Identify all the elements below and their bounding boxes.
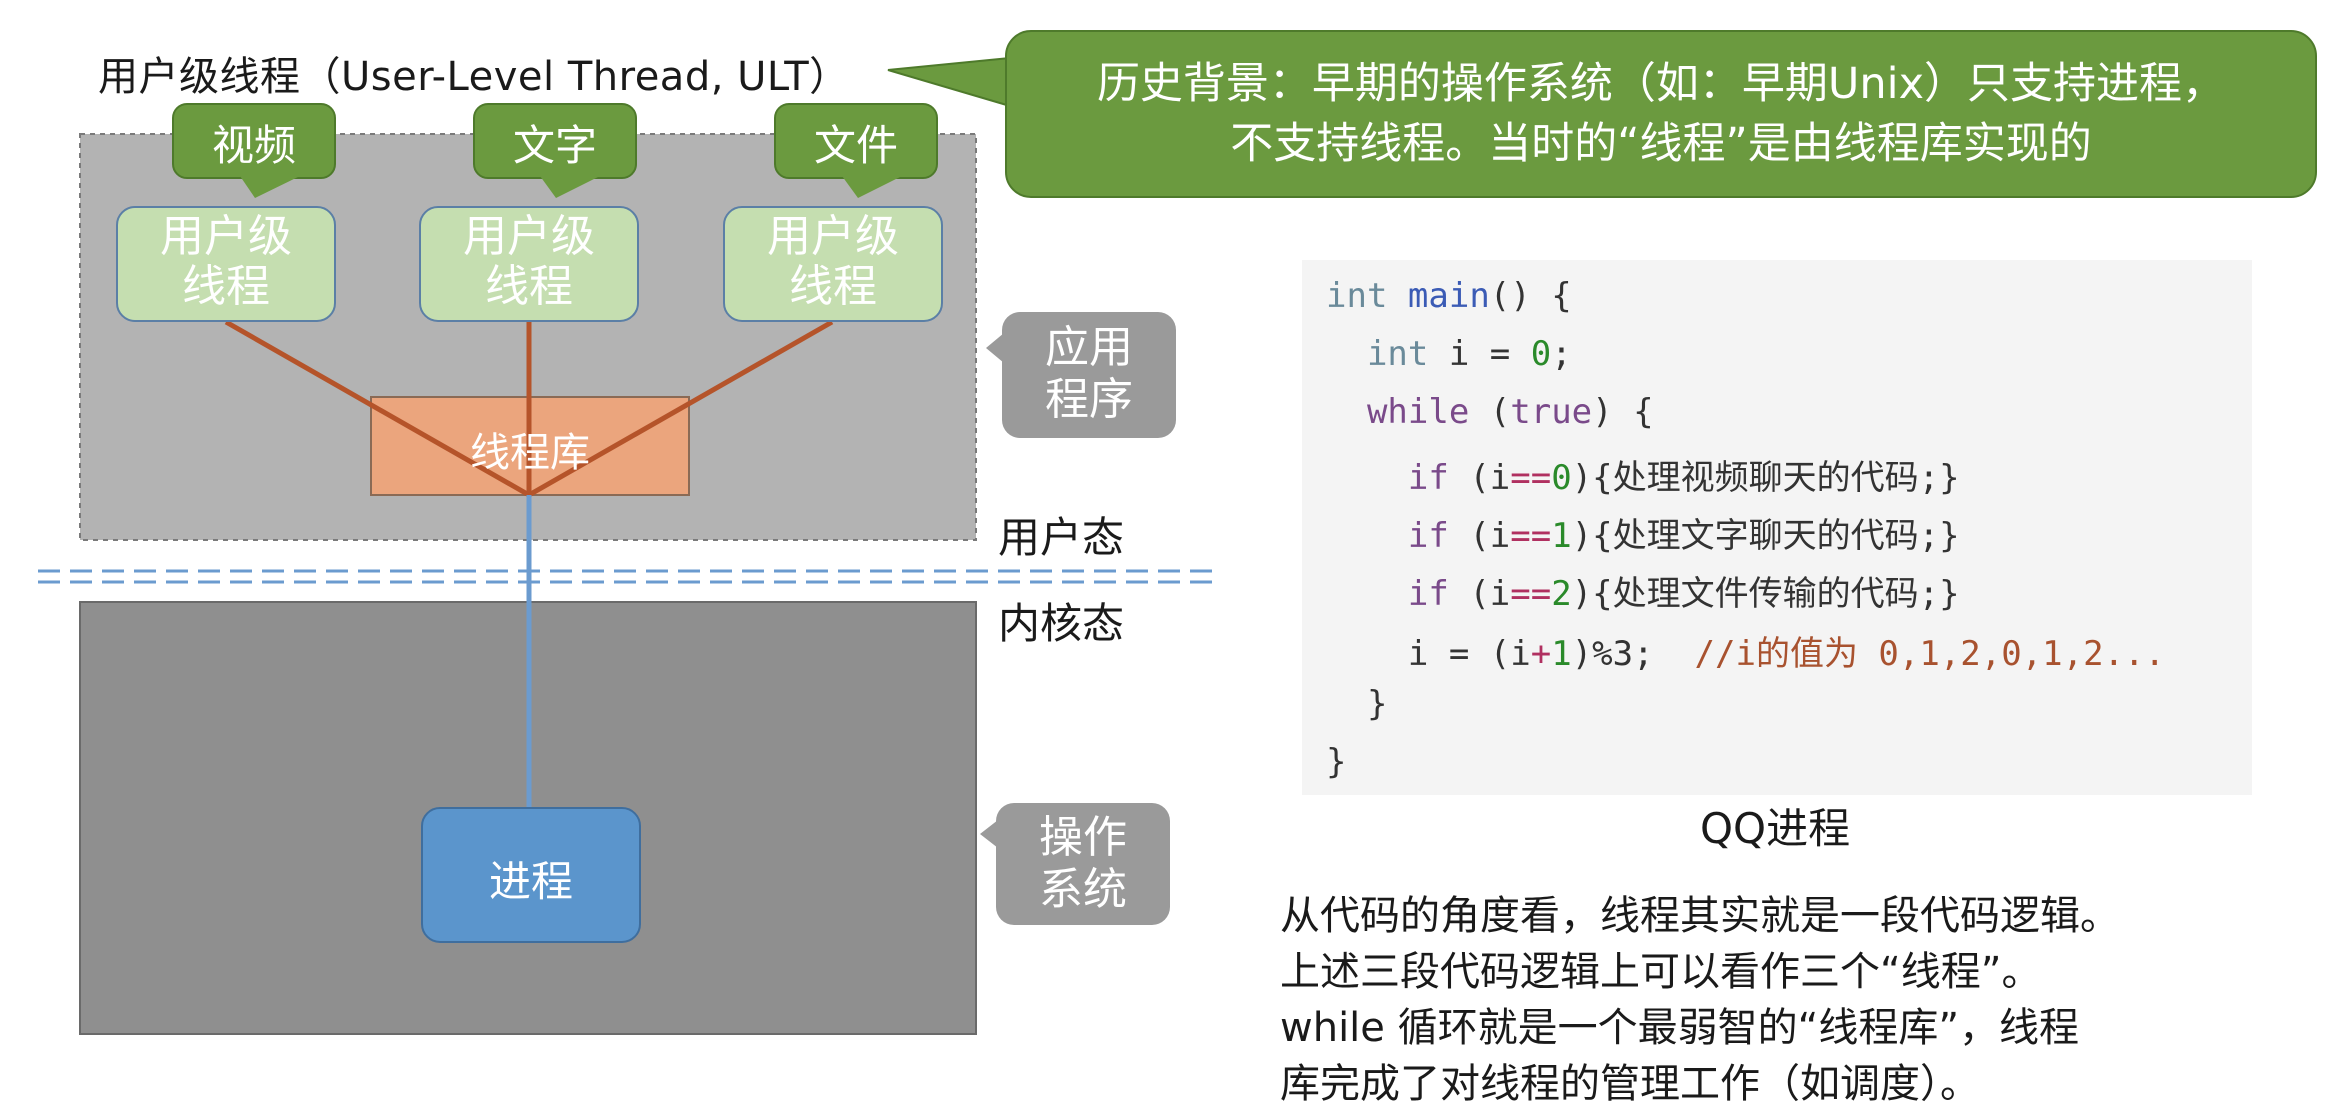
code-text: ; bbox=[1551, 334, 1572, 374]
code-comment: //i的值为 0,1,2,0,1,2... bbox=[1694, 634, 2165, 674]
history-callout-pointer bbox=[887, 56, 1011, 108]
code-text: ){处理文字聊天的代码;} bbox=[1571, 516, 1960, 556]
os-side-label: 操作 系统 bbox=[996, 812, 1170, 916]
code-operator: == bbox=[1510, 574, 1552, 614]
explanation-line-3: while 循环就是一个最弱智的“线程库”，线程 bbox=[1280, 1005, 2080, 1051]
user-thread-box-1 bbox=[116, 206, 336, 322]
thread-library-label: 线程库 bbox=[470, 430, 590, 476]
explanation-line-2: 上述三段代码逻辑上可以看作三个“线程”。 bbox=[1280, 949, 2042, 995]
user-thread-label-1: 用户级 线程 bbox=[117, 212, 335, 312]
code-keyword: while bbox=[1366, 392, 1470, 432]
code-line-2: int i = 0; bbox=[1326, 334, 1572, 374]
tag-video: 视频 bbox=[211, 121, 296, 170]
code-operator: == bbox=[1510, 516, 1552, 556]
code-keyword: int bbox=[1326, 276, 1388, 316]
tag-file: 文件 bbox=[813, 121, 898, 170]
code-caption: QQ进程 bbox=[1700, 804, 1851, 853]
app-side-label: 应用 程序 bbox=[1002, 322, 1176, 426]
code-number: 0 bbox=[1551, 458, 1572, 498]
code-text: ){处理文件传输的代码;} bbox=[1571, 574, 1960, 614]
user-mode-label: 用户态 bbox=[998, 513, 1125, 562]
user-thread-label-3: 用户级 线程 bbox=[724, 212, 942, 312]
user-thread-label-1-line1: 用户级 bbox=[160, 211, 292, 262]
code-line-6: if (i==2){处理文件传输的代码;} bbox=[1326, 566, 1960, 615]
tag-callout-3 bbox=[774, 103, 938, 198]
app-side-callout bbox=[986, 312, 1176, 438]
history-line-1: 历史背景：早期的操作系统（如：早期Unix）只支持进程， bbox=[1096, 59, 2226, 109]
connector-thread-1 bbox=[224, 319, 531, 498]
connector-thread-3 bbox=[527, 319, 834, 498]
code-keyword: true bbox=[1510, 392, 1593, 432]
code-text: ){处理视频聊天的代码;} bbox=[1571, 458, 1960, 498]
code-block: int main() { int i = 0; while (true) { i… bbox=[1302, 260, 2252, 795]
user-thread-label-2-line1: 用户级 bbox=[463, 211, 595, 262]
process-box bbox=[421, 807, 641, 943]
os-side-label-line1: 操作 bbox=[1039, 812, 1127, 863]
app-side-label-line2: 程序 bbox=[1045, 374, 1133, 425]
tag-text: 文字 bbox=[512, 121, 597, 170]
code-line-3: while (true) { bbox=[1326, 392, 1654, 432]
code-text: (i bbox=[1448, 458, 1511, 498]
code-line-9: } bbox=[1326, 742, 1346, 782]
code-text: (i bbox=[1448, 516, 1511, 556]
history-callout: 历史背景：早期的操作系统（如：早期Unix）只支持进程， 不支持线程。当时的“线… bbox=[1005, 30, 2317, 198]
code-keyword: if bbox=[1407, 574, 1449, 614]
code-text: } bbox=[1326, 742, 1347, 782]
code-number: 2 bbox=[1551, 574, 1572, 614]
code-keyword: if bbox=[1407, 516, 1449, 556]
os-side-callout bbox=[980, 803, 1170, 925]
app-side-label-line1: 应用 bbox=[1045, 322, 1133, 373]
user-thread-box-3 bbox=[723, 206, 943, 322]
code-text: i = (i bbox=[1407, 634, 1531, 674]
code-text: )%3; bbox=[1571, 634, 1654, 674]
code-line-1: int main() { bbox=[1326, 276, 1572, 316]
code-line-4: if (i==0){处理视频聊天的代码;} bbox=[1326, 450, 1960, 499]
kernel-mode-label: 内核态 bbox=[998, 599, 1125, 648]
code-line-5: if (i==1){处理文字聊天的代码;} bbox=[1326, 508, 1960, 557]
user-thread-label-1-line2: 线程 bbox=[182, 261, 270, 312]
code-line-7: i = (i+1)%3; //i的值为 0,1,2,0,1,2... bbox=[1326, 626, 2165, 675]
code-text: } bbox=[1366, 684, 1388, 724]
user-thread-box-2 bbox=[419, 206, 639, 322]
code-operator: == bbox=[1510, 458, 1552, 498]
explanation-line-1: 从代码的角度看，线程其实就是一段代码逻辑。 bbox=[1280, 893, 2120, 939]
os-side-label-line2: 系统 bbox=[1039, 864, 1127, 915]
code-text: ) { bbox=[1592, 392, 1654, 432]
explanation-paragraph: 从代码的角度看，线程其实就是一段代码逻辑。 上述三段代码逻辑上可以看作三个“线程… bbox=[1280, 888, 2340, 1112]
history-line-2: 不支持线程。当时的“线程”是由线程库实现的 bbox=[1230, 119, 2092, 169]
code-text: i = bbox=[1428, 334, 1531, 374]
code-text: ( bbox=[1469, 392, 1511, 432]
code-number: 1 bbox=[1551, 634, 1572, 674]
code-number: 0 bbox=[1530, 334, 1552, 374]
tag-callout-1 bbox=[172, 103, 336, 198]
process-label: 进程 bbox=[488, 857, 573, 906]
code-operator: + bbox=[1530, 634, 1552, 674]
code-number: 1 bbox=[1551, 516, 1572, 556]
page-title: 用户级线程（User-Level Thread, ULT） bbox=[98, 54, 850, 100]
user-thread-label-2: 用户级 线程 bbox=[420, 212, 638, 312]
user-thread-label-2-line2: 线程 bbox=[485, 261, 573, 312]
code-line-8: } bbox=[1326, 684, 1387, 724]
user-thread-label-3-line2: 线程 bbox=[789, 261, 877, 312]
code-keyword: int bbox=[1366, 334, 1429, 374]
code-text: () { bbox=[1489, 276, 1572, 316]
explanation-line-4: 库完成了对线程的管理工作（如调度）。 bbox=[1280, 1061, 1980, 1107]
code-text: (i bbox=[1448, 574, 1511, 614]
code-keyword: if bbox=[1407, 458, 1449, 498]
code-function: main bbox=[1407, 276, 1490, 316]
tag-callout-2 bbox=[473, 103, 637, 198]
user-thread-label-3-line1: 用户级 bbox=[767, 211, 899, 262]
